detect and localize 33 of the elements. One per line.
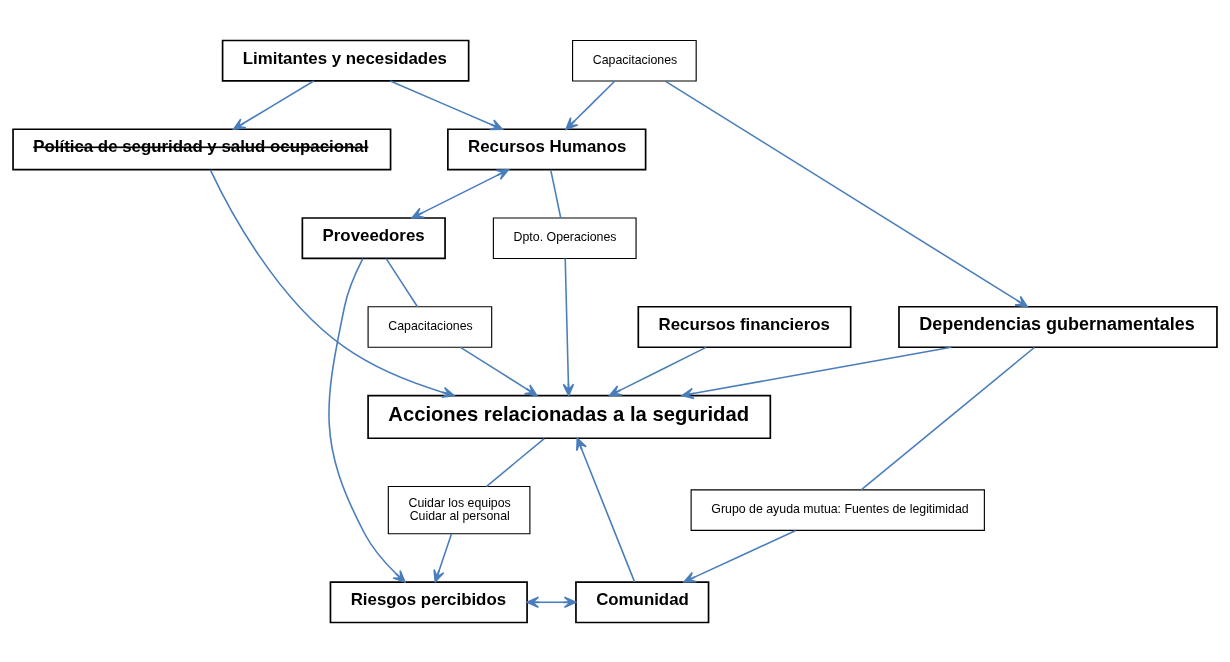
node-box: Proveedores [301, 216, 446, 259]
node-box: Dependencias gubernamentales [898, 305, 1218, 348]
node-box: Cuidar los equipos Cuidar al personal [387, 485, 531, 534]
connector [485, 437, 545, 487]
node-box: Capacitaciones [572, 39, 697, 81]
node-box: Acciones relacionadas a la seguridad [367, 394, 772, 439]
arrow [232, 79, 315, 130]
node-box: Comunidad [575, 580, 710, 623]
connector [385, 257, 419, 308]
arrow [565, 79, 616, 130]
arrow [411, 168, 510, 219]
arrow [608, 346, 707, 396]
arrow [459, 346, 538, 396]
node-box: Dpto. Operaciones [492, 216, 637, 259]
arrow [209, 168, 455, 398]
arrow [576, 437, 636, 583]
arrow [681, 345, 953, 399]
node-box: Política de seguridad y salud ocupacional [12, 127, 392, 171]
arrow [683, 529, 797, 583]
arrow [433, 532, 453, 583]
connector [860, 346, 1036, 491]
node-box: Limitantes y necesidades [221, 39, 470, 82]
arrow [664, 79, 1029, 308]
arrow [389, 79, 504, 130]
arrow [328, 257, 406, 583]
node-box: Grupo de ayuda mutua: Fuentes de legitimidad [690, 488, 985, 531]
node-box: Riesgos percibidos [329, 580, 528, 623]
node-box: Recursos Humanos [447, 127, 647, 171]
arrow [562, 257, 575, 396]
node-box: Capacitaciones [367, 305, 493, 348]
node-box: Recursos financieros [637, 305, 852, 348]
connector [549, 168, 562, 219]
arrow [526, 595, 577, 608]
